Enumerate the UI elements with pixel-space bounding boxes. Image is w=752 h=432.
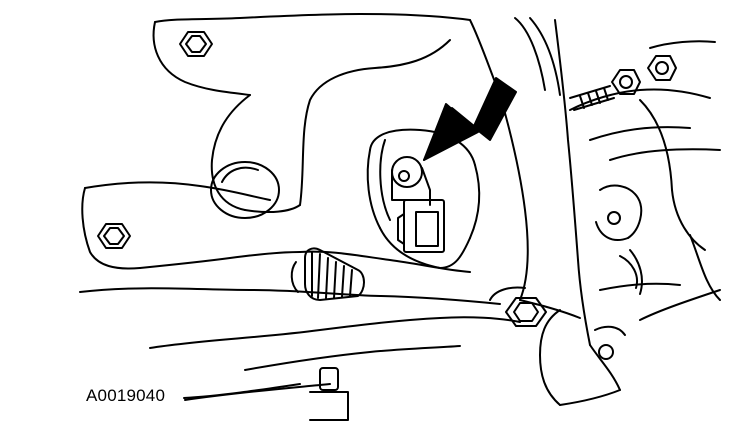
leader-line [183, 383, 301, 399]
bolt-icon [179, 31, 213, 57]
arrow-pointer-icon [423, 77, 517, 161]
bolt-icon [505, 297, 547, 327]
bottom-stud [309, 367, 349, 421]
bolt-icon [647, 55, 677, 81]
sensor-mount-casting [210, 128, 481, 269]
bolt-lower-center [489, 286, 547, 327]
upper-right-bolt-assembly [569, 55, 677, 111]
bolt-icon [611, 69, 641, 95]
figure-reference-code: A0019040 [86, 386, 166, 405]
stud-icon [290, 247, 365, 301]
sensor-connector-icon [391, 156, 445, 253]
bolt-left [97, 223, 131, 249]
bolt-icon [97, 223, 131, 249]
engine-block-outline [79, 13, 521, 401]
right-bracket [499, 17, 721, 406]
bolt-top-left [179, 31, 213, 57]
